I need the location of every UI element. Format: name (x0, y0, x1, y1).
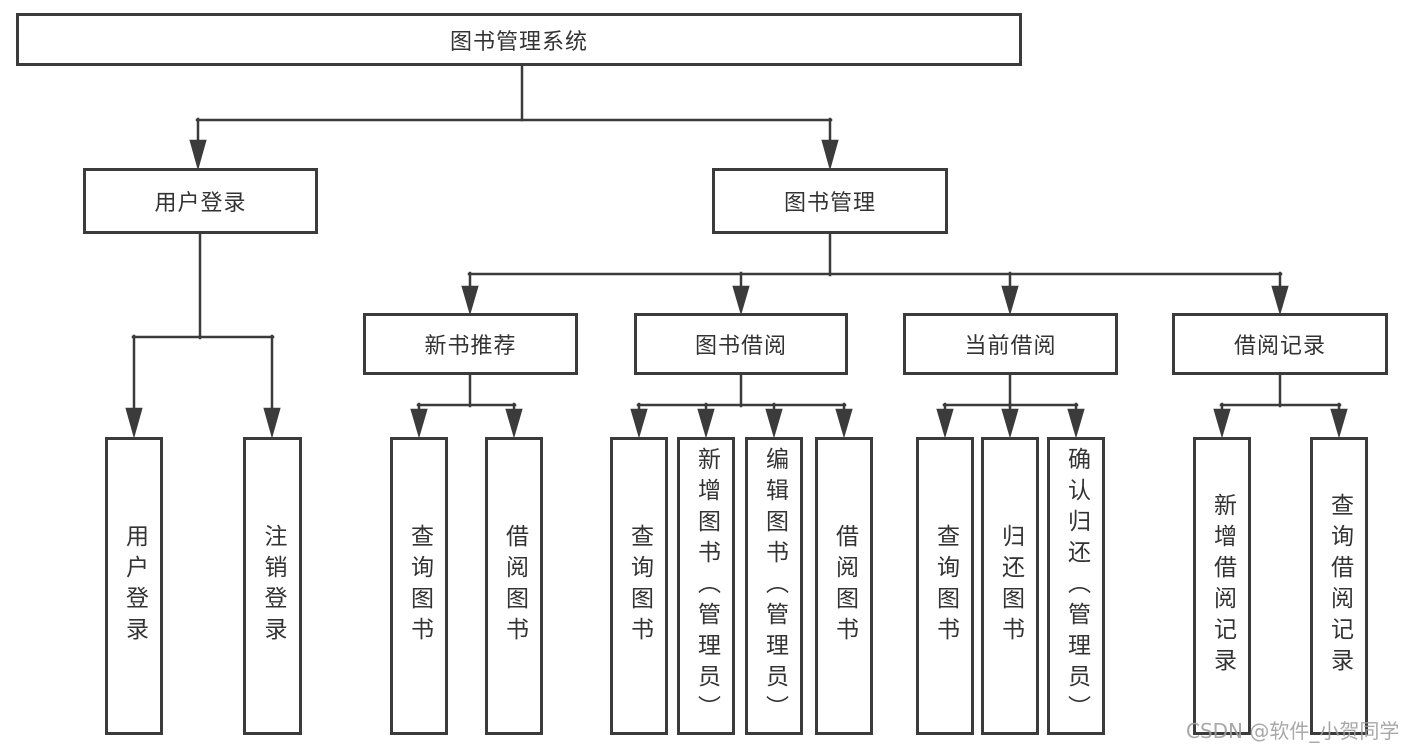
node-borrow-books-borrowing: 借阅图书 (815, 437, 873, 735)
node-query-borrow-record: 查询借阅记录 (1310, 437, 1368, 735)
node-book-management: 图书管理 (712, 168, 948, 234)
node-label: 新书推荐 (424, 334, 517, 359)
node-label: 查询图书 (406, 524, 433, 648)
node-label: 编辑图书（管理员） (761, 446, 788, 726)
node-label: 图书管理 (783, 191, 876, 216)
node-current-borrowing: 当前借阅 (903, 313, 1118, 375)
connector-book-borrowing-to-leaves (630, 374, 853, 439)
node-user-login: 用户登录 (83, 168, 318, 234)
node-label: 用户登录 (121, 524, 148, 648)
node-label: 查询借阅记录 (1326, 493, 1353, 679)
node-new-book-recommend: 新书推荐 (363, 313, 578, 375)
node-label: 图书管理系统 (449, 29, 588, 55)
csdn-watermark: CSDN @软件_小贺同学 (1186, 719, 1400, 743)
node-label: 确认归还（管理员） (1063, 446, 1090, 726)
node-label: 新增借阅记录 (1209, 493, 1236, 679)
node-label: 借阅记录 (1233, 334, 1326, 359)
connector-new-book-recommend-to-leaves (410, 374, 523, 439)
node-add-books-admin: 新增图书（管理员） (677, 437, 735, 735)
node-label: 新增图书（管理员） (693, 446, 720, 726)
node-borrowing-records: 借阅记录 (1172, 313, 1388, 375)
node-add-borrow-record: 新增借阅记录 (1193, 437, 1251, 735)
node-label: 当前借阅 (964, 334, 1057, 359)
node-logout-action: 注销登录 (243, 437, 302, 735)
connector-current-borrowing-to-leaves (936, 374, 1085, 439)
connector-user-login-to-leaves (125, 232, 281, 439)
node-confirm-return-admin: 确认归还（管理员） (1047, 437, 1105, 735)
node-query-books-current: 查询图书 (916, 437, 974, 735)
node-label: 归还图书 (997, 524, 1024, 648)
node-label: 用户登录 (154, 191, 247, 216)
node-label: 借阅图书 (501, 524, 528, 648)
node-user-login-action: 用户登录 (105, 437, 163, 735)
node-return-books: 归还图书 (981, 437, 1039, 735)
node-label: 图书借阅 (694, 334, 787, 359)
connector-book-management-to-level3 (461, 232, 1289, 316)
node-label: 查询图书 (626, 524, 653, 648)
node-label: 借阅图书 (831, 524, 858, 648)
connector-borrowing-records-to-leaves (1213, 374, 1348, 439)
connector-root-to-level2 (189, 64, 839, 171)
node-borrow-books-recommend: 借阅图书 (485, 437, 543, 735)
node-query-books-recommend: 查询图书 (390, 437, 448, 735)
node-book-borrowing: 图书借阅 (634, 313, 848, 375)
node-label: 查询图书 (932, 524, 959, 648)
node-edit-books-admin: 编辑图书（管理员） (745, 437, 803, 735)
node-library-management-system: 图书管理系统 (16, 13, 1022, 66)
node-query-books-borrowing: 查询图书 (610, 437, 668, 735)
node-label: 注销登录 (260, 524, 286, 648)
